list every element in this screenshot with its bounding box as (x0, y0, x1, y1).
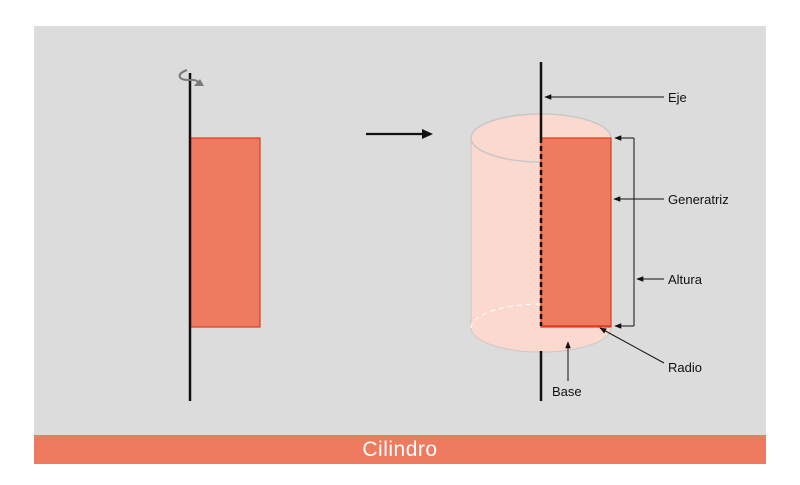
annotation-leaders (544, 94, 665, 381)
label-radio: Radio (668, 360, 702, 375)
rotation-figure (178, 69, 261, 401)
right-arrow-icon (366, 129, 433, 139)
rotation-arrow-icon (178, 69, 204, 86)
generating-rectangle (189, 137, 261, 328)
label-generatriz: Generatriz (668, 192, 729, 207)
page-title: Cilindro (362, 437, 438, 461)
cylinder-section-rectangle (540, 137, 612, 328)
cylinder-base-hidden-edge (470, 303, 612, 329)
title-bar: Cilindro (34, 435, 766, 464)
cylinder (470, 113, 612, 353)
label-altura: Altura (668, 272, 703, 287)
diagram-panel (34, 26, 766, 435)
label-base: Base (552, 384, 582, 399)
label-eje: Eje (668, 90, 687, 105)
